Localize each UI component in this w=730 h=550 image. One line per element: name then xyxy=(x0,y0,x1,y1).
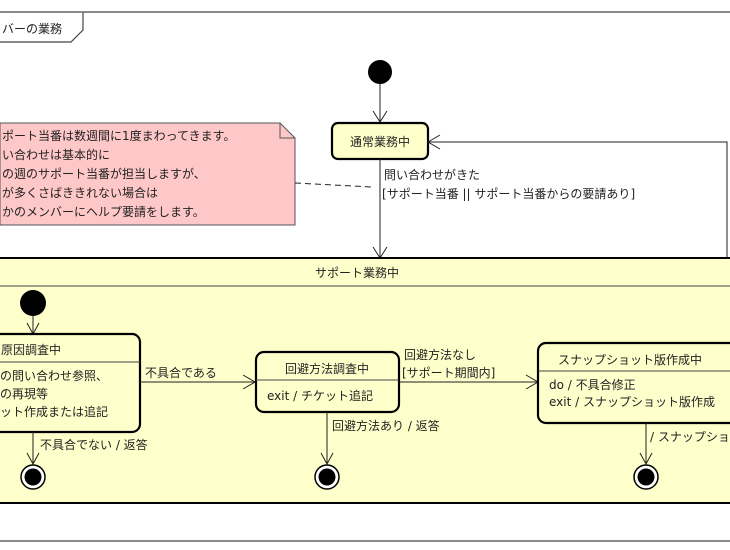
transition-support-to-normal xyxy=(428,141,728,258)
note-support-duty: ポート当番は数週間に1度まわってきます。 い合わせは基本的に の週のサポート当番… xyxy=(0,122,296,226)
frame-title: バーの業務 xyxy=(2,22,62,36)
transition-no-workaround-event: 回避方法なし xyxy=(404,347,476,362)
final-state-2 xyxy=(314,464,340,490)
transition-has-workaround-label: 回避方法あり / 返答 xyxy=(332,418,440,433)
state-workaround-name: 回避方法調査中 xyxy=(285,361,369,376)
state-normal-work-name: 通常業務中 xyxy=(350,134,410,149)
state-snapshot-name: スナップショット版作成中 xyxy=(558,352,702,367)
initial-state-inner xyxy=(20,290,46,316)
final-state-1 xyxy=(20,464,46,490)
state-support-work-name: サポート業務中 xyxy=(315,265,399,280)
transition-inquiry-guard: [サポート当番 || サポート当番からの要請あり] xyxy=(382,187,635,201)
state-workaround-activity: exit / チケット追記 xyxy=(267,388,373,403)
state-investigate-activity: ット作成または追記 xyxy=(0,404,108,419)
note-line: の週のサポート当番が担当しますが、 xyxy=(2,166,206,181)
note-line: い合わせは基本的に xyxy=(2,147,110,162)
state-normal-work[interactable]: 通常業務中 xyxy=(330,121,430,161)
state-snapshot[interactable]: スナップショット版作成中 do / 不具合修正 exit / スナップショット版… xyxy=(536,341,730,425)
transition-is-bug-label: 不具合である xyxy=(145,365,217,380)
initial-state-top xyxy=(368,60,392,84)
arrowhead xyxy=(320,452,334,466)
transition-snapshot-done-label: / スナップショット版提供 xyxy=(650,429,730,444)
state-workaround[interactable]: 回避方法調査中 exit / チケット追記 xyxy=(254,350,401,414)
state-snapshot-activity: exit / スナップショット版作成 xyxy=(549,395,715,409)
state-investigate-activity: の問い合わせ参照、 xyxy=(0,368,108,383)
note-anchor-line xyxy=(294,182,373,188)
state-investigate-name: 原因調査中 xyxy=(1,342,61,357)
arrowhead xyxy=(26,452,40,466)
arrowhead xyxy=(639,452,653,466)
state-investigate-activity: の再現等 xyxy=(0,387,48,401)
note-line: かのメンバーにヘルプ要請をします。 xyxy=(2,205,205,219)
transition-inquiry-event: 問い合わせがきた xyxy=(384,167,480,182)
final-state-3 xyxy=(633,464,659,490)
frame-title-tab xyxy=(0,12,84,43)
arrowhead xyxy=(427,134,441,150)
transition-not-bug-label: 不具合でない / 返答 xyxy=(40,437,148,452)
note-line: ポート当番は数週間に1度まわってきます。 xyxy=(2,128,235,143)
state-investigate[interactable]: 原因調査中 の問い合わせ参照、 の再現等 ット作成または追記 xyxy=(0,332,142,434)
transition-no-workaround-guard: [サポート期間内] xyxy=(402,366,495,380)
note-line: が多くさばききれない場合は xyxy=(2,185,158,200)
state-snapshot-activity: do / 不具合修正 xyxy=(549,377,636,392)
